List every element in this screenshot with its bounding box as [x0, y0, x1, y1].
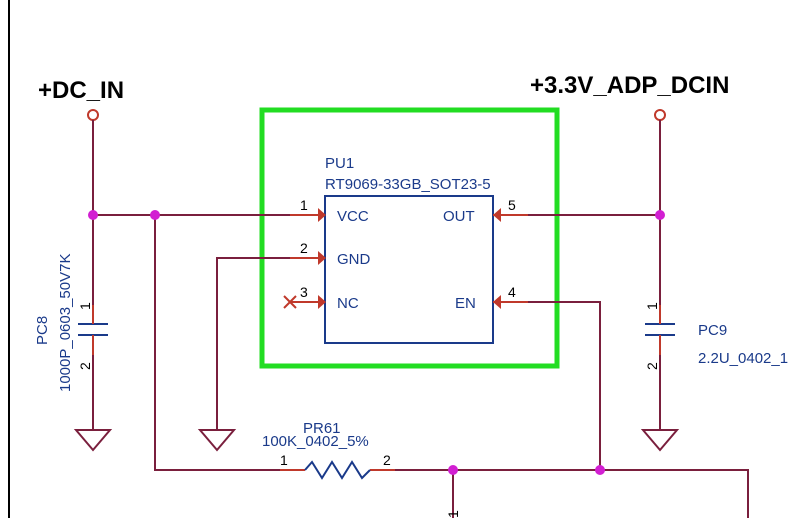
pin-arrow-4 [493, 295, 501, 309]
no-connect-x-icon [283, 295, 297, 309]
junction-dot [88, 210, 98, 220]
power-flag-dc-in [87, 109, 99, 121]
pin-name-nc: NC [337, 295, 359, 312]
junction-dot [448, 465, 458, 475]
highlight-box [259, 107, 560, 369]
ic-ref: PU1 [325, 155, 354, 172]
pr61-value: 100K_0402_5% [262, 433, 369, 450]
junction-dot [655, 210, 665, 220]
pin-num-1: 1 [300, 197, 308, 213]
wire-en [528, 301, 601, 470]
pin-arrow-1 [318, 208, 326, 222]
ic-part: RT9069-33GB_SOT23-5 [325, 176, 491, 193]
junction-dot [595, 465, 605, 475]
pin-name-gnd: GND [337, 251, 371, 268]
pc9-ref: PC9 [698, 322, 727, 339]
wire-pr61-right [370, 469, 749, 518]
pin-arrow-2 [318, 251, 326, 265]
resistor-zigzag-icon [304, 460, 371, 480]
pr61-pin1: 1 [280, 452, 288, 468]
pc8-value: 1000P_0603_50V7K [57, 254, 74, 392]
pin-num-3: 3 [300, 284, 308, 300]
pin-arrow-3 [318, 295, 326, 309]
net-label-dc-in: +DC_IN [38, 77, 124, 104]
pc8-pin2: 2 [77, 362, 93, 370]
ic-body [324, 195, 494, 344]
pc8-pin1: 1 [77, 302, 93, 310]
pin-name-out: OUT [443, 208, 475, 225]
pin-name-vcc: VCC [337, 208, 369, 225]
pr61-ref: PR61 [303, 420, 341, 437]
pin-name-en: EN [455, 295, 476, 312]
pr61-pin2: 2 [383, 452, 391, 468]
pc9-pin2: 2 [644, 362, 660, 370]
pc8-ref: PC8 [34, 316, 51, 345]
power-flag-3v3 [654, 109, 666, 121]
net-label-3v3: +3.3V_ADP_DCIN [530, 72, 729, 99]
pin-num-4: 4 [508, 284, 516, 300]
wire-pr61-left [154, 215, 305, 471]
pin-num-5: 5 [508, 197, 516, 213]
partial-pin-label: 1 [445, 510, 461, 518]
ground-icon [197, 429, 237, 452]
junction-dot [150, 210, 160, 220]
pin-num-2: 2 [300, 240, 308, 256]
wire-gnd [216, 257, 290, 430]
pin-arrow-5 [493, 208, 501, 222]
ground-icon [73, 429, 113, 452]
pc9-value: 2.2U_0402_1 [698, 350, 788, 367]
pc9-pin1: 1 [644, 302, 660, 310]
ground-icon [640, 429, 680, 452]
